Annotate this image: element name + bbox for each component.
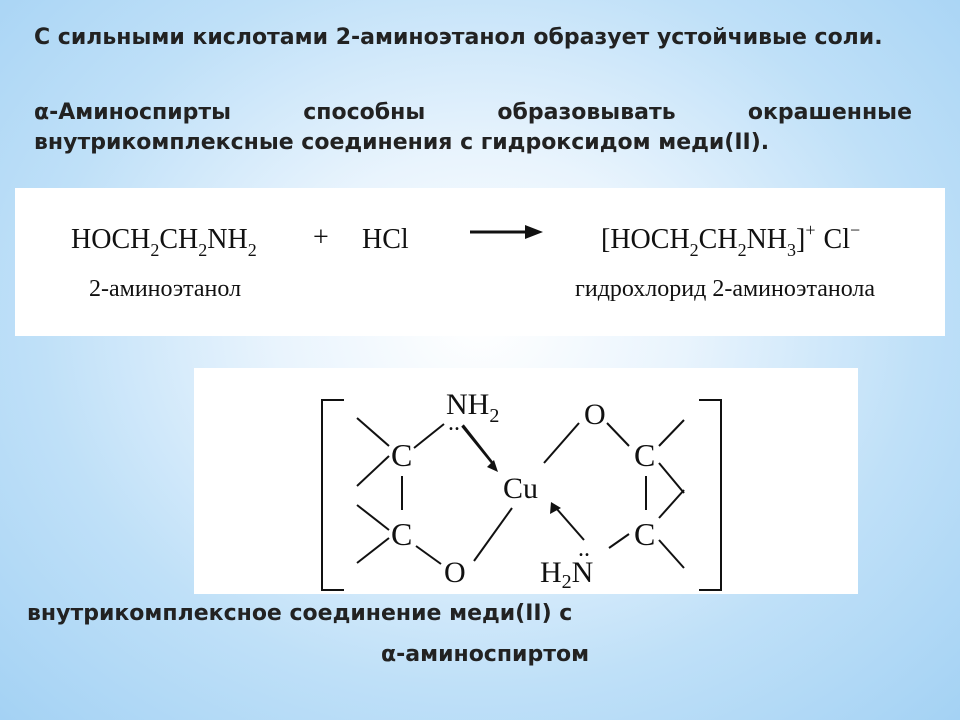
intro-paragraph: С сильными кислотами 2-аминоэтанол образ…	[34, 25, 883, 50]
copper-complex-structure: NH2 .. O C C C C Cu O .. H2N	[321, 388, 722, 593]
reaction-equation-panel: HOCH2CH2NH2 + HCl [HOCH2CH2NH3]+Cl− 2-ам…	[15, 188, 945, 336]
figure-caption-line1: внутрикомплексное соединение меди(II) с	[27, 601, 573, 626]
reaction-arrow	[470, 225, 543, 239]
lone-pair-top: ..	[448, 410, 460, 436]
copper-center: Cu	[503, 472, 538, 505]
complex-bonds	[321, 399, 722, 591]
carbon-top-right: C	[634, 437, 655, 473]
carbon-top-left: C	[391, 437, 412, 473]
reaction-equation: HOCH2CH2NH2 + HCl [HOCH2CH2NH3]+Cl− 2-ам…	[71, 220, 875, 302]
coordination-arrows	[461, 425, 585, 541]
carbon-bottom-left: C	[391, 516, 412, 552]
oxygen-bottom: O	[444, 556, 466, 589]
label-hydrochloride: гидрохлорид 2-аминоэтанола	[575, 276, 875, 302]
lone-pair-bottom: ..	[578, 536, 590, 562]
h2n-group-bottom: H2N	[540, 556, 593, 593]
label-aminoethanol: 2-аминоэтанол	[89, 276, 241, 302]
copper-complex-panel: NH2 .. O C C C C Cu O .. H2N	[194, 368, 858, 594]
reactant-hcl: HCl	[362, 224, 409, 255]
reactant-aminoethanol: HOCH2CH2NH2	[71, 224, 257, 260]
figure-caption-line2: α-аминоспиртом	[381, 642, 590, 667]
product-hydrochloride: [HOCH2CH2NH3]+Cl−	[601, 220, 860, 260]
plus-sign: +	[313, 222, 329, 253]
complex-paragraph: α-Аминоспирты способны образовывать окра…	[34, 100, 912, 155]
carbon-bottom-right: C	[634, 516, 655, 552]
oxygen-top: O	[584, 398, 606, 431]
nh2-group-top: NH2	[446, 388, 499, 427]
